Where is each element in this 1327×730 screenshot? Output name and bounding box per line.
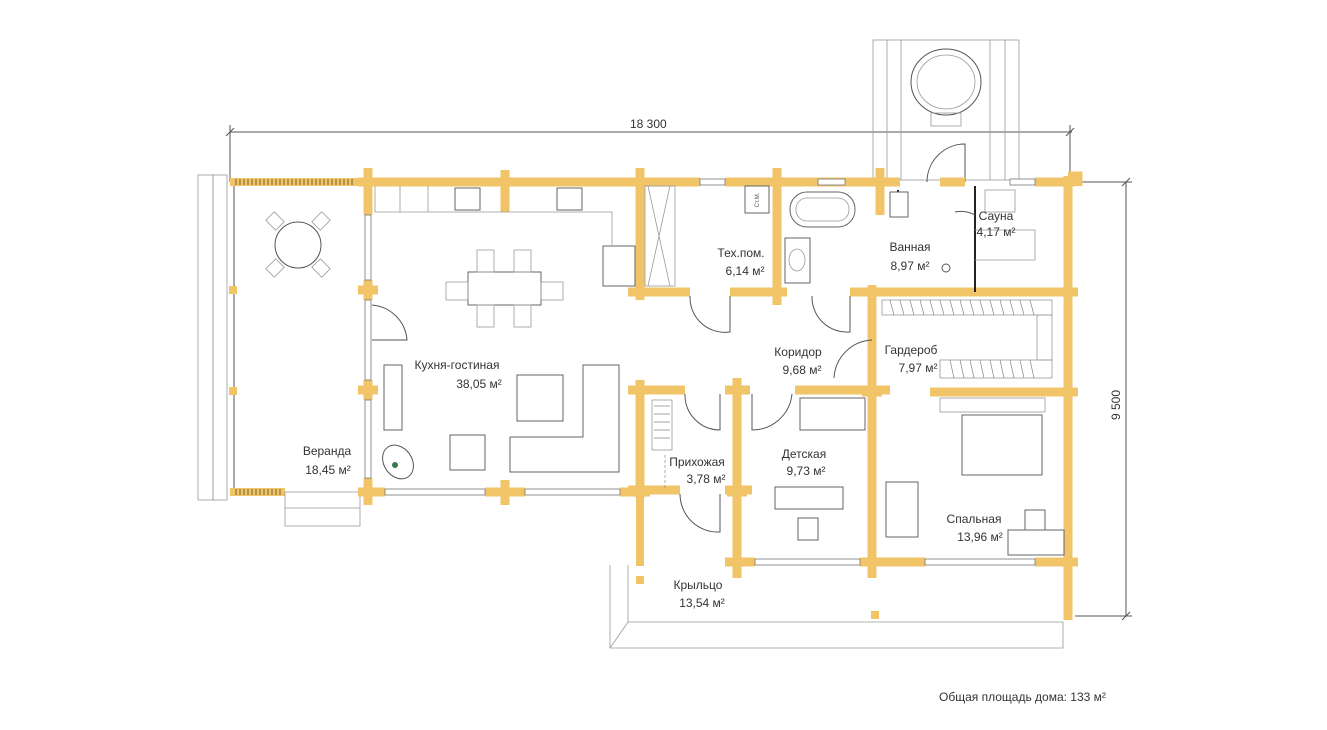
coffee-table	[516, 374, 564, 422]
room-area-bath: 8,97 м²	[891, 259, 930, 273]
room-name-kitchen: Кухня-гостиная	[415, 358, 500, 372]
sofa	[509, 364, 620, 473]
dresser	[1007, 529, 1065, 556]
room-name-bath: Ванная	[889, 240, 930, 254]
room-area-kids: 9,73 м²	[787, 464, 826, 478]
bathtub-icon	[789, 191, 856, 228]
wardrobe-racks	[651, 299, 1053, 451]
desk	[774, 486, 844, 510]
room-name-bedroom: Спальная	[947, 512, 1002, 526]
shower-icon	[941, 263, 951, 273]
washer-icon	[744, 185, 770, 214]
room-area-bedroom: 13,96 м²	[957, 530, 1003, 544]
stove-icon	[454, 187, 481, 211]
bedroom-chair	[1024, 509, 1046, 531]
room-area-kitchen: 38,05 м²	[456, 377, 502, 391]
room-labels: Веранда 18,45 м² Кухня-гостиная 38,05 м²…	[303, 209, 1016, 610]
room-name-veranda: Веранда	[303, 444, 352, 458]
room-area-corridor: 9,68 м²	[783, 363, 822, 377]
sauna-deck	[872, 39, 1020, 183]
dimension-width: 18 300	[225, 117, 1075, 182]
furniture: Ст.М.	[374, 185, 1065, 556]
svg-text:18 300: 18 300	[630, 117, 667, 131]
svg-text:9 500: 9 500	[1109, 390, 1123, 420]
room-area-wardrobe: 7,97 м²	[899, 361, 938, 375]
fridge-icon	[602, 245, 636, 287]
room-area-hall: 3,78 м²	[687, 472, 726, 486]
room-name-kids: Детская	[782, 447, 826, 461]
toilet-icon	[889, 191, 909, 218]
windows	[364, 178, 1036, 566]
porch	[609, 494, 1072, 649]
walls	[358, 168, 1083, 620]
room-name-porch: Крыльцо	[674, 578, 723, 592]
veranda	[197, 174, 361, 527]
kids-sofa	[799, 397, 866, 431]
tv-stand	[383, 364, 403, 431]
dining-table	[467, 271, 542, 306]
sink-icon	[556, 187, 583, 211]
room-name-corridor: Коридор	[774, 345, 822, 359]
double-bed	[961, 414, 1043, 476]
armchair-bed	[885, 481, 919, 538]
dimension-height: 9 500	[1075, 177, 1132, 621]
room-name-tech: Тех.пом.	[717, 246, 764, 260]
total-area: Общая площадь дома: 133 м²	[939, 690, 1106, 704]
doors	[371, 210, 976, 533]
hot-tub-icon	[910, 48, 982, 116]
room-area-veranda: 18,45 м²	[305, 463, 351, 477]
round-table-icon	[265, 211, 331, 278]
room-area-tech: 6,14 м²	[726, 264, 765, 278]
room-area-porch: 13,54 м²	[679, 596, 725, 610]
chair	[797, 517, 819, 541]
room-name-sauna: Сауна	[979, 209, 1014, 223]
armchair	[449, 434, 486, 471]
room-name-wardrobe: Гардероб	[885, 343, 938, 357]
svg-text:Ст.М.: Ст.М.	[755, 192, 761, 207]
room-area-sauna: 4,17 м²	[977, 225, 1016, 239]
room-name-hall: Прихожая	[669, 455, 725, 469]
